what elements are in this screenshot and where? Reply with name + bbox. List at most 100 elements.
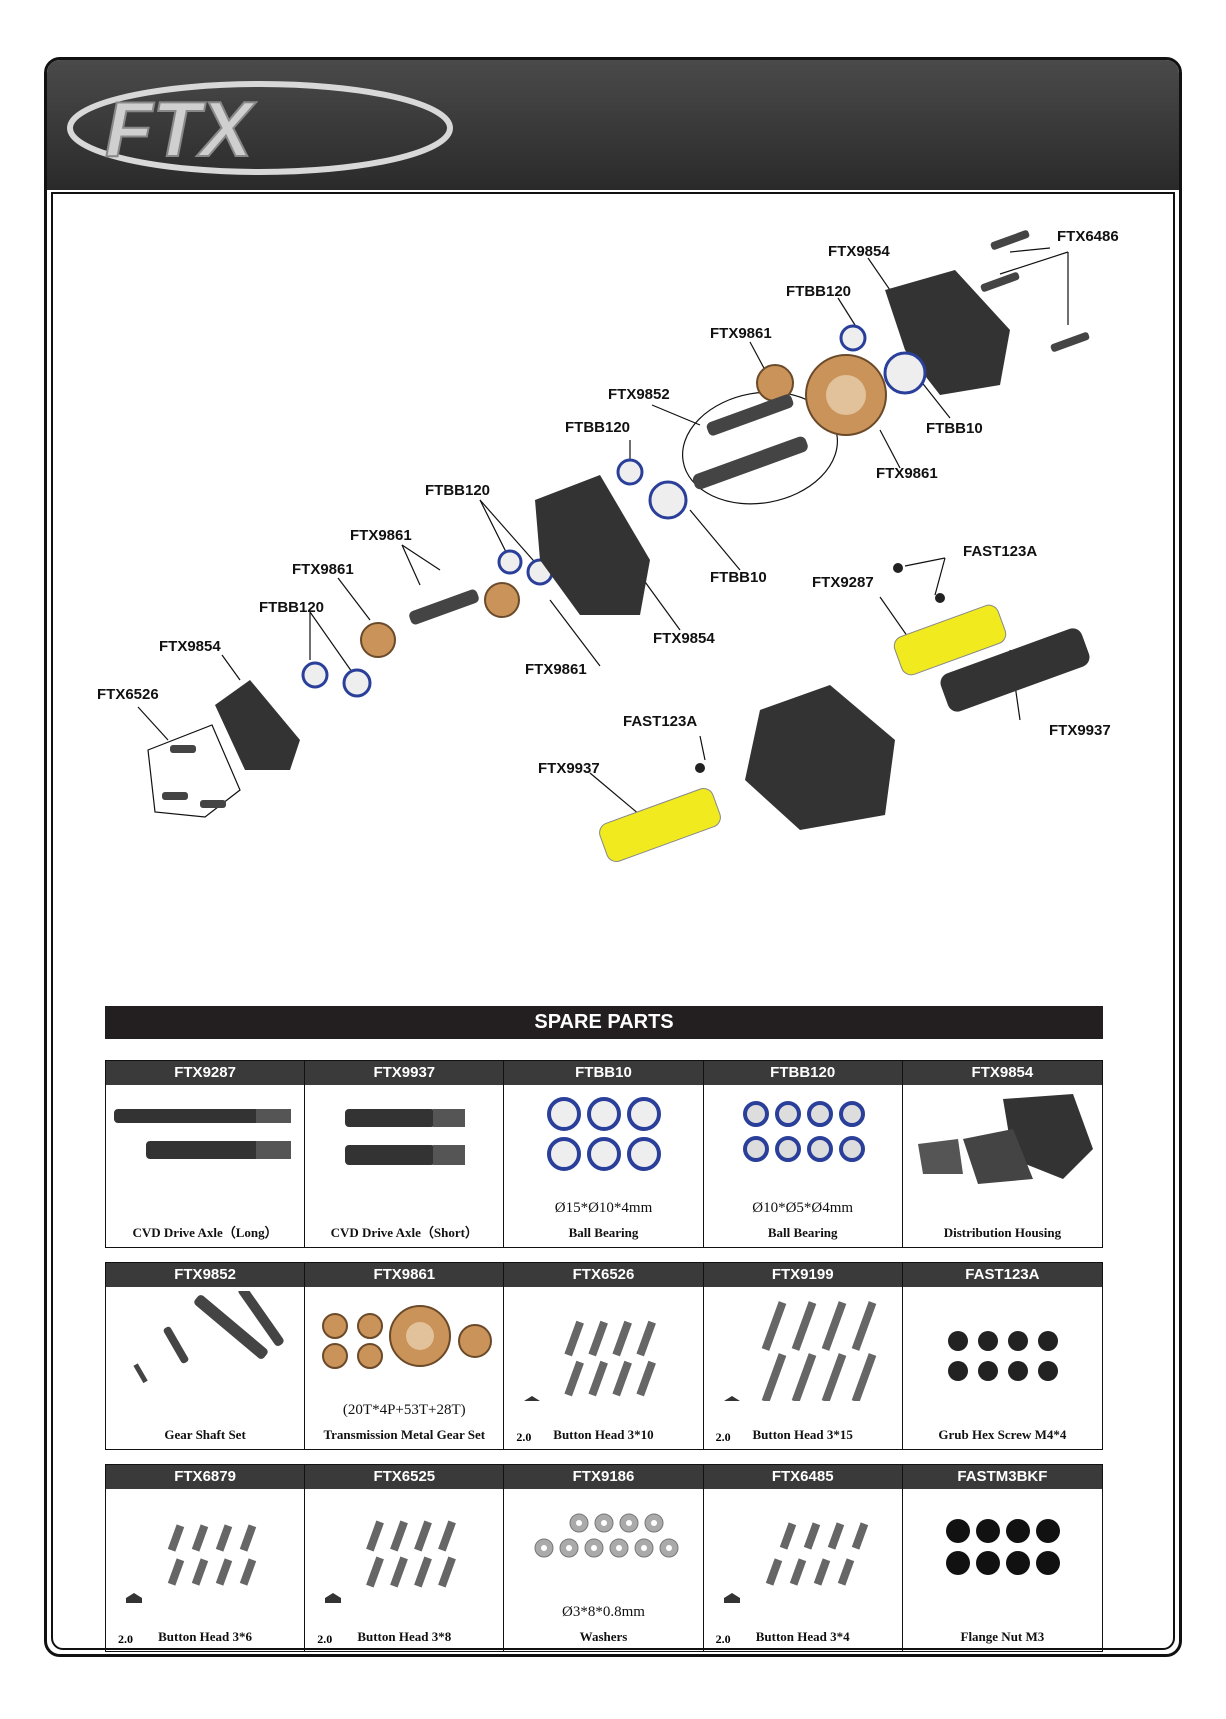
callout-ftbb10: FTBB10 — [926, 420, 983, 437]
callout-ftx9287: FTX9287 — [812, 574, 874, 591]
hex-size: 2.0 — [715, 1632, 731, 1646]
part-code: FAST123A — [902, 1263, 1102, 1287]
spare-parts-row-3: FTX6879 2.0 Button Head 3*6 FTX6525 2.0 … — [105, 1464, 1103, 1652]
part-caption: Button Head 3*8 — [357, 1629, 452, 1644]
part-caption: Button Head 3*6 — [158, 1629, 253, 1644]
callout-ftx9861: FTX9861 — [350, 527, 412, 544]
part-caption: Ball Bearing — [568, 1225, 639, 1240]
callout-ftx9854: FTX9854 — [653, 630, 715, 647]
distribution-housing-middle — [535, 475, 650, 615]
ball-bearing-image — [547, 1097, 662, 1171]
part-code: FTBB10 — [504, 1061, 703, 1085]
callout-ftx9854: FTX9854 — [828, 243, 890, 260]
grub-screws-image — [947, 1331, 1058, 1381]
part-spec: Ø10*Ø5*Ø4mm — [752, 1200, 854, 1216]
hex-size: 2.0 — [715, 1430, 731, 1444]
callout-ftx9861: FTX9861 — [710, 325, 772, 342]
part-code: FTX6526 — [504, 1263, 703, 1287]
part-code: FASTM3BKF — [902, 1465, 1102, 1489]
spare-part-cell: FTX9287 CVD Drive Axle（Long） — [106, 1061, 306, 1247]
content-border — [51, 192, 1175, 1650]
callout-ftx6486: FTX6486 — [1057, 228, 1119, 245]
part-code: FTX9852 — [106, 1263, 305, 1287]
spare-parts-row-1: FTX9287 CVD Drive Axle（Long） FTX9937 CVD… — [105, 1060, 1103, 1248]
logo-text: FTX — [105, 85, 256, 173]
page-frame: FTX — [44, 57, 1182, 1657]
hex-size: 2.0 — [516, 1430, 532, 1444]
part-caption: Flange Nut M3 — [960, 1629, 1045, 1644]
spare-part-cell: FTX9861 (20T*4P+53T+28T) Transmission Me… — [305, 1263, 505, 1449]
callout-ftx9861: FTX9861 — [525, 661, 587, 678]
spare-parts-title: SPARE PARTS — [105, 1006, 1103, 1039]
part-spec: Ø15*Ø10*4mm — [554, 1200, 653, 1216]
callout-ftbb120: FTBB120 — [565, 419, 631, 436]
part-code: FTX9199 — [703, 1263, 902, 1287]
screws-short-image — [126, 1524, 257, 1603]
spare-part-cell: FTX6879 2.0 Button Head 3*6 — [106, 1465, 306, 1651]
screws-image — [524, 1320, 657, 1401]
part-code: FTX6879 — [106, 1465, 305, 1489]
screws-tiny-image — [723, 1522, 868, 1603]
cvd-long-image — [114, 1109, 291, 1159]
distribution-housing-left — [215, 680, 300, 770]
part-code: FTX9861 — [305, 1263, 504, 1287]
callout-fast123a: FAST123A — [963, 543, 1038, 560]
callout-ftx9861: FTX9861 — [876, 465, 938, 482]
spare-part-cell: FTX6525 2.0 Button Head 3*8 — [305, 1465, 505, 1651]
spare-part-cell: FASTM3BKF Flange Nut M3 — [902, 1465, 1102, 1651]
callout-ftbb120: FTBB120 — [259, 599, 325, 616]
part-code: FTX9287 — [106, 1061, 305, 1085]
assembled-transmission — [745, 685, 895, 830]
spare-parts-row-2: FTX9852 Gear Shaft Set FTX9861 (20T*4P+5… — [105, 1262, 1103, 1450]
callout-ftx9937: FTX9937 — [538, 760, 600, 777]
ftx-logo: FTX — [67, 81, 453, 175]
cvd-short-image — [345, 1109, 466, 1165]
spare-part-cell: FTX6485 2.0 Button Head 3*4 — [703, 1465, 903, 1651]
spare-part-cell: FTX9854 Distribution Housing — [902, 1061, 1102, 1247]
header-bar: FTX — [47, 60, 1179, 190]
part-caption: Washers — [579, 1629, 628, 1644]
flange-nuts-image — [945, 1519, 1060, 1575]
part-caption: CVD Drive Axle（Long） — [132, 1225, 278, 1240]
callout-ftx6526: FTX6526 — [97, 686, 159, 703]
spare-part-cell: FAST123A Grub Hex Screw M4*4 — [902, 1263, 1102, 1449]
ball-bearing-small-image — [742, 1101, 865, 1162]
part-spec: Ø3*8*0.8mm — [562, 1604, 645, 1620]
callout-fast123a: FAST123A — [623, 713, 698, 730]
hex-size: 2.0 — [317, 1632, 333, 1646]
callout-ftbb120: FTBB120 — [786, 283, 852, 300]
callout-ftx9861: FTX9861 — [292, 561, 354, 578]
part-code: FTX6525 — [305, 1465, 504, 1489]
spare-part-cell: FTBB120 Ø10*Ø5*Ø4mm Ball Bearing — [703, 1061, 903, 1247]
part-caption: Button Head 3*15 — [752, 1427, 853, 1442]
callout-ftbb10: FTBB10 — [710, 569, 767, 586]
part-code: FTX9937 — [305, 1061, 504, 1085]
part-caption: Distribution Housing — [943, 1225, 1062, 1240]
distribution-housing-image — [917, 1094, 1093, 1184]
spare-part-cell: FTX9937 CVD Drive Axle（Short） — [305, 1061, 505, 1247]
spare-part-cell: FTX9852 Gear Shaft Set — [106, 1263, 306, 1449]
part-code: FTX6485 — [703, 1465, 902, 1489]
part-caption: Gear Shaft Set — [164, 1427, 246, 1442]
gear-shaft-image — [133, 1291, 284, 1384]
screws-medium-image — [325, 1520, 457, 1603]
part-caption: Grub Hex Screw M4*4 — [938, 1427, 1067, 1442]
hex-size: 2.0 — [118, 1632, 133, 1646]
callout-ftx9937: FTX9937 — [1049, 722, 1111, 739]
spare-part-cell: FTX9199 2.0 Button Head 3*15 — [703, 1263, 903, 1449]
part-spec: (20T*4P+53T+28T) — [342, 1402, 466, 1418]
spare-part-cell: FTBB10 Ø15*Ø10*4mm Ball Bearing — [504, 1061, 704, 1247]
part-caption: Button Head 3*4 — [755, 1629, 850, 1644]
spare-part-cell: FTX6526 2.0 Button Head 3*10 — [504, 1263, 704, 1449]
part-code: FTX9186 — [504, 1465, 703, 1489]
spare-part-cell: FTX9186 Ø3*8*0.8mm Washers — [504, 1465, 704, 1651]
callout-ftbb120: FTBB120 — [425, 482, 491, 499]
callout-ftx9854: FTX9854 — [159, 638, 221, 655]
part-code: FTBB120 — [703, 1061, 902, 1085]
part-code: FTX9854 — [902, 1061, 1102, 1085]
part-caption: CVD Drive Axle（Short） — [330, 1225, 478, 1240]
gear-set-image — [322, 1305, 493, 1369]
washers-image — [534, 1513, 679, 1558]
screws-long-image — [723, 1301, 876, 1401]
callout-ftx9852: FTX9852 — [608, 386, 670, 403]
